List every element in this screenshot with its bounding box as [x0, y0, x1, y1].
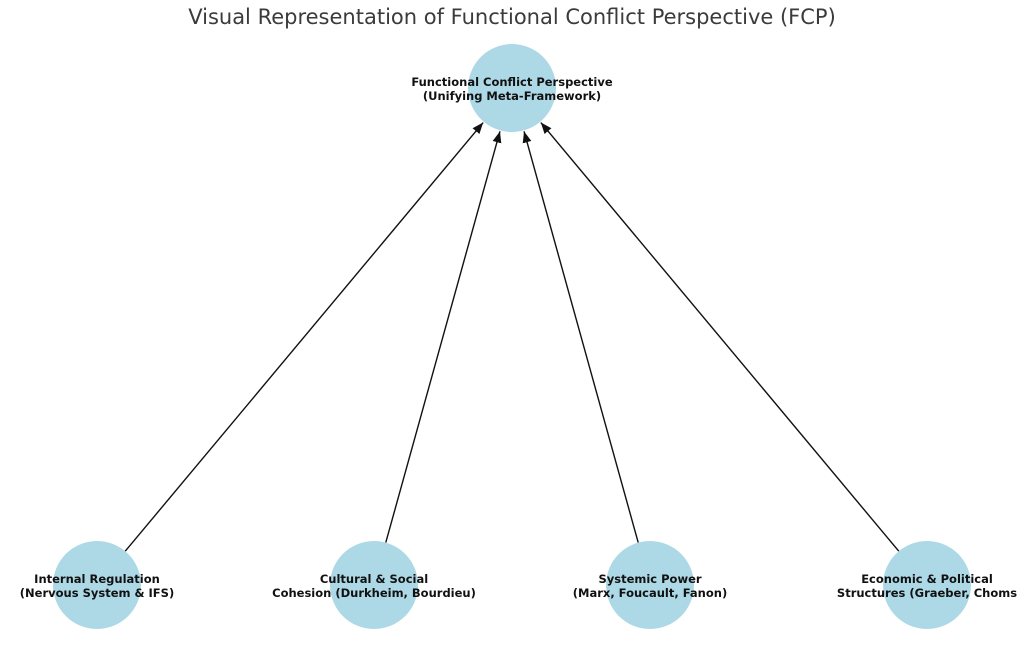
- node-label-line: (Marx, Foucault, Fanon): [573, 586, 727, 600]
- node-systemic-power: Systemic Power(Marx, Foucault, Fanon): [573, 541, 727, 629]
- node-label-line: Systemic Power: [598, 572, 701, 586]
- node-label-line: Economic & Political: [861, 572, 993, 586]
- node-circle: [883, 541, 971, 629]
- node-internal-regulation: Internal Regulation(Nervous System & IFS…: [20, 541, 174, 629]
- node-circle: [53, 541, 141, 629]
- node-label-line: (Nervous System & IFS): [20, 586, 174, 600]
- edge-arrow-cultural-social-to-fcp: [385, 131, 502, 543]
- node-fcp: Functional Conflict Perspective(Unifying…: [411, 44, 613, 132]
- node-label-line: Functional Conflict Perspective: [411, 75, 613, 89]
- edges-layer: [124, 122, 900, 552]
- node-label: Internal Regulation(Nervous System & IFS…: [20, 572, 174, 600]
- node-label-line: Structures (Graeber, Choms: [837, 586, 1017, 600]
- edge-arrow-systemic-power-to-fcp: [522, 131, 639, 543]
- nodes-layer: Functional Conflict Perspective(Unifying…: [20, 44, 1017, 629]
- node-label-line: (Unifying Meta-Framework): [423, 89, 601, 103]
- node-circle: [468, 44, 556, 132]
- edge-arrow-internal-regulation-to-fcp: [124, 122, 484, 552]
- node-label-line: Cultural & Social: [320, 572, 428, 586]
- node-label-line: Cohesion (Durkheim, Bourdieu): [272, 586, 476, 600]
- node-circle: [606, 541, 694, 629]
- diagram-title: Visual Representation of Functional Conf…: [188, 5, 836, 29]
- node-circle: [330, 541, 418, 629]
- node-label-line: Internal Regulation: [34, 572, 160, 586]
- node-label: Systemic Power(Marx, Foucault, Fanon): [573, 572, 727, 600]
- node-label: Functional Conflict Perspective(Unifying…: [411, 75, 613, 103]
- edge-arrow-economic-political-to-fcp: [540, 122, 900, 552]
